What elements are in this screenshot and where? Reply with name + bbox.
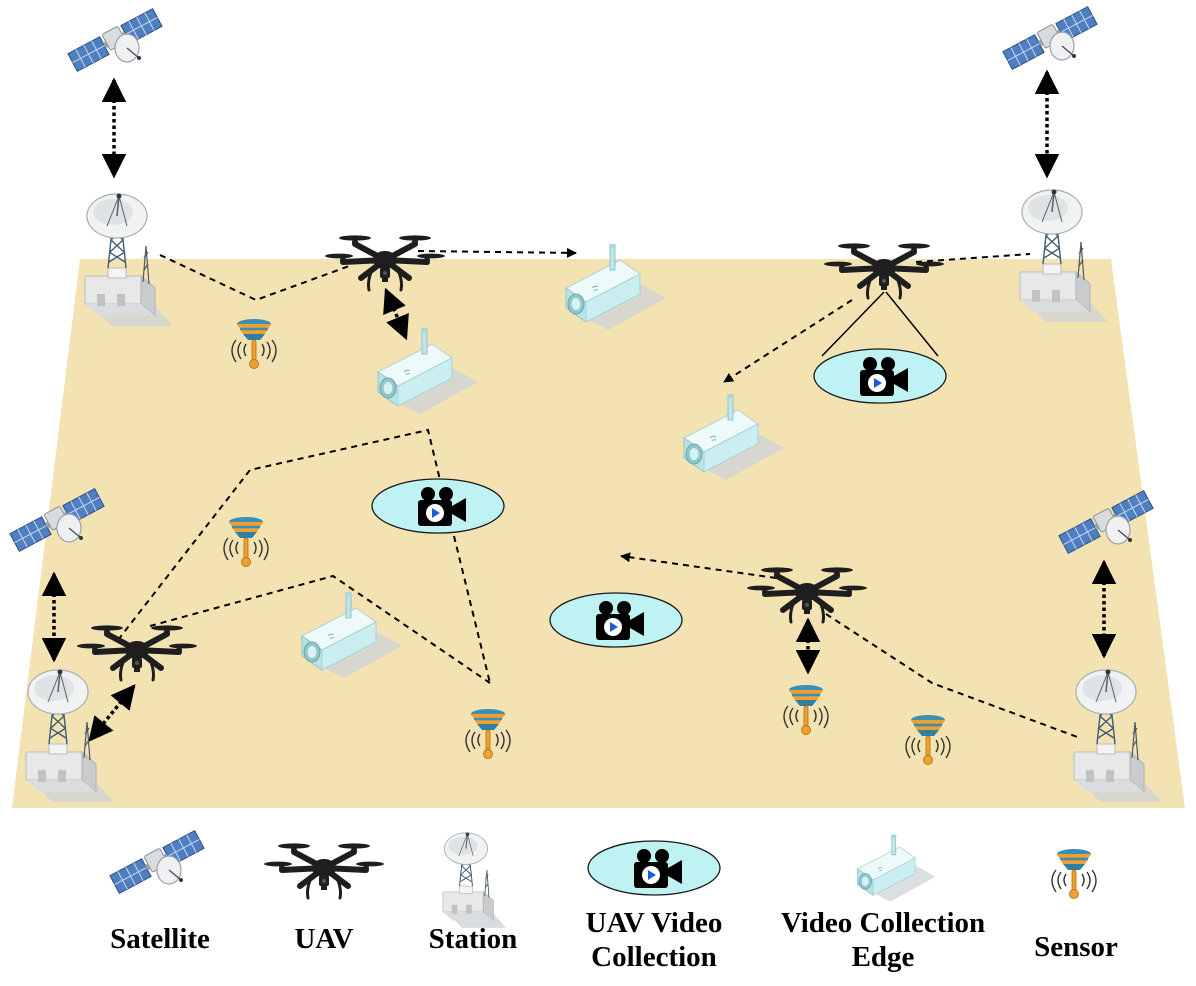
video-camera-icon bbox=[587, 840, 721, 896]
ground-plane bbox=[12, 259, 1185, 808]
surveillance-camera-icon bbox=[857, 834, 936, 903]
video-camera-icon bbox=[549, 592, 683, 648]
video-cone bbox=[821, 291, 939, 357]
video-camera-icon bbox=[813, 348, 947, 404]
legend-uav-video-collection-line2: Collection bbox=[591, 941, 717, 973]
legend-uav-label: UAV bbox=[294, 923, 354, 955]
legend-uav-video-collection-label: UAV Video Collection bbox=[564, 906, 744, 974]
satellite-icon bbox=[108, 829, 205, 894]
legend-video-collection-edge-line1: Video Collection bbox=[780, 907, 986, 939]
links bbox=[117, 247, 1081, 739]
temperature-sensor-icon bbox=[1050, 847, 1098, 900]
legend-satellite-label: Satellite bbox=[110, 923, 210, 955]
drone-icon bbox=[264, 843, 384, 898]
legend-sensor-label: Sensor bbox=[1034, 931, 1118, 963]
legend-video-collection-edge-line2: Edge bbox=[851, 941, 915, 973]
legend-uav-video-collection-line1: UAV Video bbox=[585, 907, 723, 939]
satellite-icon bbox=[1001, 5, 1098, 70]
direct-links bbox=[41, 69, 1117, 742]
ground-station-icon bbox=[442, 831, 507, 929]
satellite-icon bbox=[66, 7, 163, 72]
legend-station-label: Station bbox=[428, 923, 518, 955]
legend-video-collection-edge-label: Video Collection Edge bbox=[770, 906, 996, 974]
video-camera-icon bbox=[371, 478, 505, 534]
